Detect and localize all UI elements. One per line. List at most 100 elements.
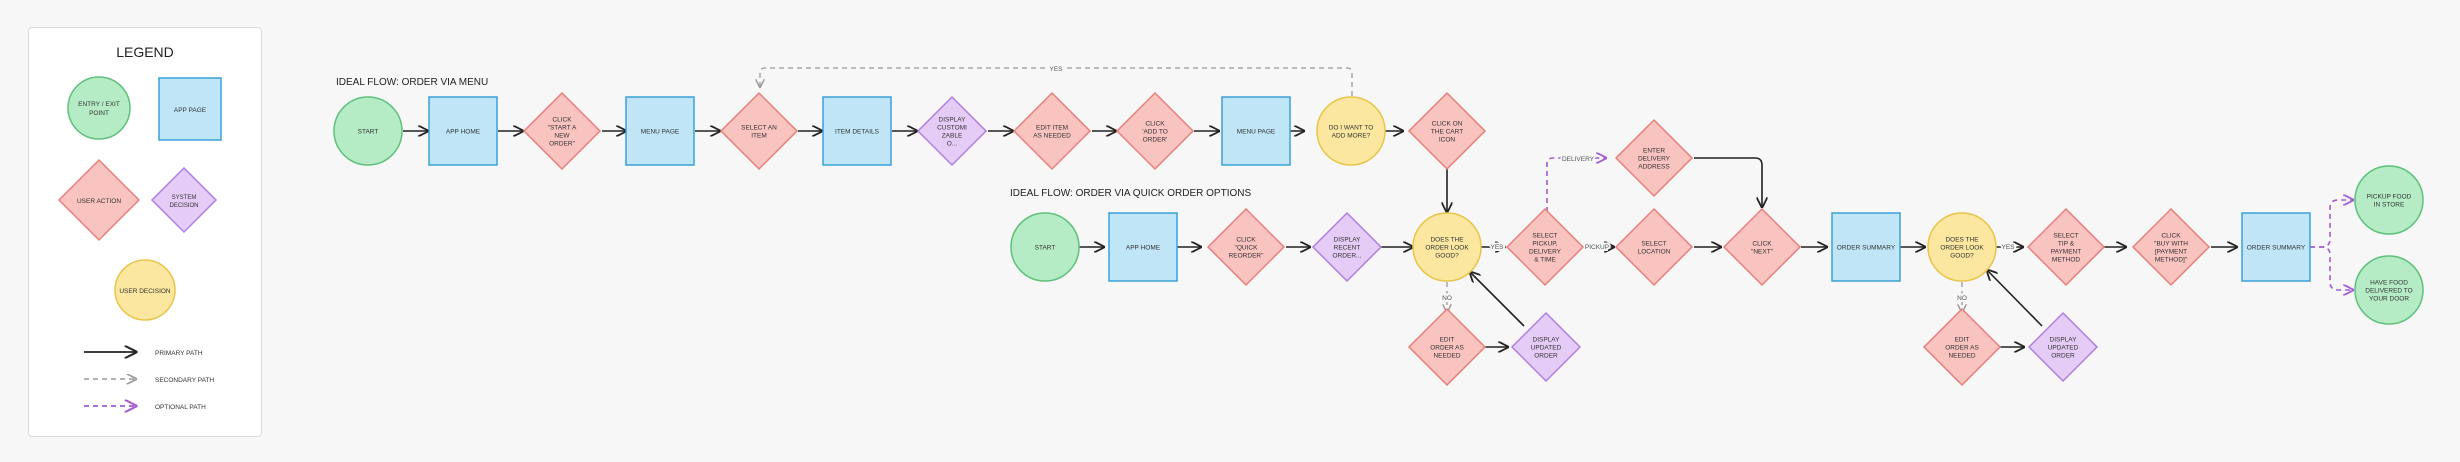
node-action-shape: [719, 91, 799, 171]
legend-optional-label: OPTIONAL PATH: [155, 404, 206, 411]
loop-yes-label: YES: [1049, 66, 1063, 73]
node-page-shape: [1108, 212, 1178, 282]
edge-label-no2: NO: [1957, 295, 1967, 302]
node-action-shape: [1407, 91, 1487, 171]
edge-label-no1: NO: [1442, 295, 1452, 302]
node-action-shape: [1012, 91, 1092, 171]
edge-label-yes1: YES: [1490, 244, 1504, 251]
node-entry-shape: [333, 96, 403, 166]
node-action-shape: [2131, 207, 2211, 287]
edge: [1470, 272, 1525, 327]
legend-action-shape: [57, 158, 141, 242]
node-start: START: [333, 96, 403, 166]
node-label: ORDER SUMMARY: [2247, 245, 2306, 252]
node-label: START: [1035, 245, 1056, 252]
legend-decision-label: USER DECISION: [119, 288, 171, 295]
node-entry-shape: [2354, 255, 2424, 325]
node-label: MENU PAGE: [1237, 129, 1276, 136]
edge-label-pickup: PICKUP: [1585, 244, 1609, 251]
node-action-shape: [1407, 307, 1487, 387]
edge: [1694, 157, 1762, 207]
node-system-shape: [916, 95, 988, 167]
node-action-shape: [1614, 118, 1694, 198]
node-clicknext: CLICK"NEXT": [1722, 207, 1802, 287]
node-menupage: MENU PAGE: [625, 96, 695, 166]
node-apphome2: APP HOME: [1108, 212, 1178, 282]
legend-secondary-label: SECONDARY PATH: [155, 377, 214, 384]
legend-system-shape: [150, 166, 218, 234]
node-page-shape: [1831, 212, 1901, 282]
node-action-shape: [1115, 91, 1195, 171]
node-system-shape: [1311, 211, 1383, 283]
node-page-shape: [822, 96, 892, 166]
edge-to-pickup: [2310, 200, 2353, 248]
node-system-shape: [2027, 311, 2099, 383]
legend-title: LEGEND: [116, 44, 174, 60]
node-entry-shape: [1010, 212, 1080, 282]
node-action-shape: [1206, 207, 1286, 287]
edge-label-delivery: DELIVERY: [1562, 156, 1595, 163]
legend-panel: [28, 27, 262, 437]
edges: YES DELIVERY NO NO YES PICKUP YES: [403, 64, 2353, 347]
flow1-title: IDEAL FLOW: ORDER VIA MENU: [336, 77, 488, 88]
node-page-shape: [625, 96, 695, 166]
node-page-shape: [1221, 96, 1291, 166]
node-label: ITEM DETAILS: [835, 129, 880, 136]
node-label: CLICK"NEXT": [1751, 241, 1774, 256]
legend-primary-label: PRIMARY PATH: [155, 350, 203, 357]
node-decision-shape: [1412, 212, 1482, 282]
node-label: ORDER SUMMARY: [1837, 245, 1896, 252]
node-action-shape: [1505, 207, 1585, 287]
node-action-shape: [1722, 207, 1802, 287]
flow2-title: IDEAL FLOW: ORDER VIA QUICK ORDER OPTION…: [1010, 188, 1251, 199]
node-label: APP HOME: [446, 129, 481, 136]
legend-page-label: APP PAGE: [174, 107, 207, 114]
node-decision-shape: [1927, 212, 1997, 282]
edge-label-yes2: YES: [2001, 244, 2015, 251]
node-decision-shape: [1316, 96, 1386, 166]
legend-action-label: USER ACTION: [77, 198, 121, 205]
node-apphome: APP HOME: [428, 96, 498, 166]
node-action-shape: [1614, 207, 1694, 287]
edge-delivery: [1546, 158, 1606, 212]
node-action-shape: [522, 91, 602, 171]
node-system-shape: [1510, 311, 1582, 383]
edge: [1987, 270, 2043, 327]
node-menupage2: MENU PAGE: [1221, 96, 1291, 166]
legend-entry-shape: [67, 76, 131, 140]
node-label: MENU PAGE: [641, 129, 680, 136]
